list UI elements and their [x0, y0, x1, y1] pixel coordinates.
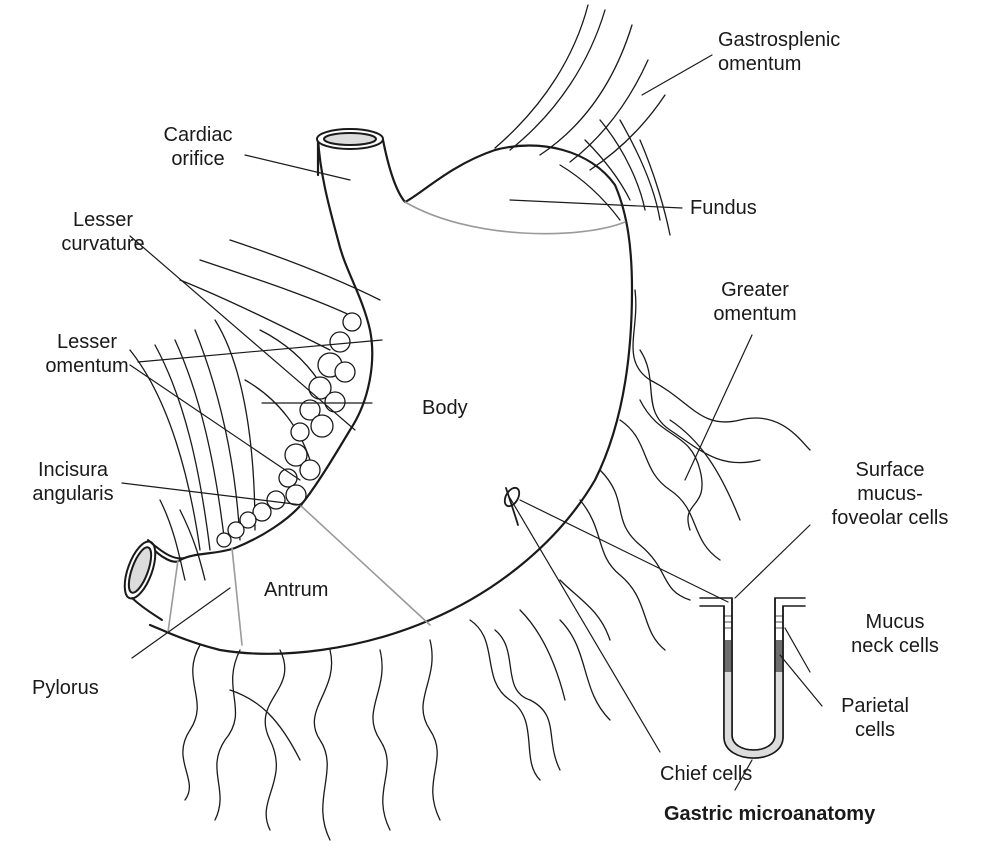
label-mucus-neck-line1: Mucus — [840, 610, 950, 634]
label-mucus-neck-line2: neck cells — [840, 634, 950, 658]
gastric-wall-sample — [502, 485, 522, 525]
label-incisura-angularis: Incisura angularis — [18, 458, 128, 506]
label-parietal-line2: cells — [825, 718, 925, 742]
label-incisura-line1: Incisura — [18, 458, 128, 482]
label-lesser-omentum-line1: Lesser — [32, 330, 142, 354]
label-lesser-omentum-line2: omentum — [32, 354, 142, 378]
microanatomy-title: Gastric microanatomy — [664, 802, 875, 826]
label-surface-mucus-line1: Surface — [805, 458, 975, 482]
label-cardiac-line1: Cardiac — [148, 123, 248, 147]
label-lesser-omentum: Lesser omentum — [32, 330, 142, 378]
label-antrum: Antrum — [264, 578, 328, 602]
label-cardiac-line2: orifice — [148, 147, 248, 171]
stomach-outline — [150, 138, 632, 654]
label-gastrosplenic-line1: Gastrosplenic — [718, 28, 840, 52]
label-mucus-neck-cells: Mucus neck cells — [840, 610, 950, 658]
label-parietal-line1: Parietal — [825, 694, 925, 718]
label-gastrosplenic-line2: omentum — [718, 52, 840, 76]
parietal-cells-left — [724, 640, 732, 672]
greater-omentum-strands — [183, 290, 810, 840]
label-lesser-curvature-line2: curvature — [48, 232, 158, 256]
label-greater-omentum-line2: omentum — [705, 302, 805, 326]
label-surface-mucus-line2: mucus- — [805, 482, 975, 506]
label-surface-mucus-line3: foveolar cells — [805, 506, 975, 530]
gastric-gland — [700, 598, 805, 758]
label-chief-cells: Chief cells — [660, 762, 752, 786]
label-cardiac-orifice: Cardiac orifice — [148, 123, 248, 171]
label-fundus: Fundus — [690, 196, 757, 220]
label-incisura-line2: angularis — [18, 482, 128, 506]
label-body: Body — [422, 396, 468, 420]
label-pylorus: Pylorus — [32, 676, 99, 700]
cardiac-orifice-opening — [317, 129, 383, 149]
label-surface-mucus-foveolar-cells: Surface mucus- foveolar cells — [805, 458, 975, 530]
label-greater-omentum: Greater omentum — [705, 278, 805, 326]
chief-cells-region — [724, 672, 783, 758]
label-parietal-cells: Parietal cells — [825, 694, 925, 742]
region-dividers — [168, 202, 625, 645]
label-gastrosplenic-omentum: Gastrosplenic omentum — [718, 28, 840, 76]
label-greater-omentum-line1: Greater — [705, 278, 805, 302]
lesser-omentum-strands — [130, 240, 380, 580]
label-lesser-curvature-line1: Lesser — [48, 208, 158, 232]
parietal-cells-right — [775, 640, 783, 672]
label-lesser-curvature: Lesser curvature — [48, 208, 158, 256]
